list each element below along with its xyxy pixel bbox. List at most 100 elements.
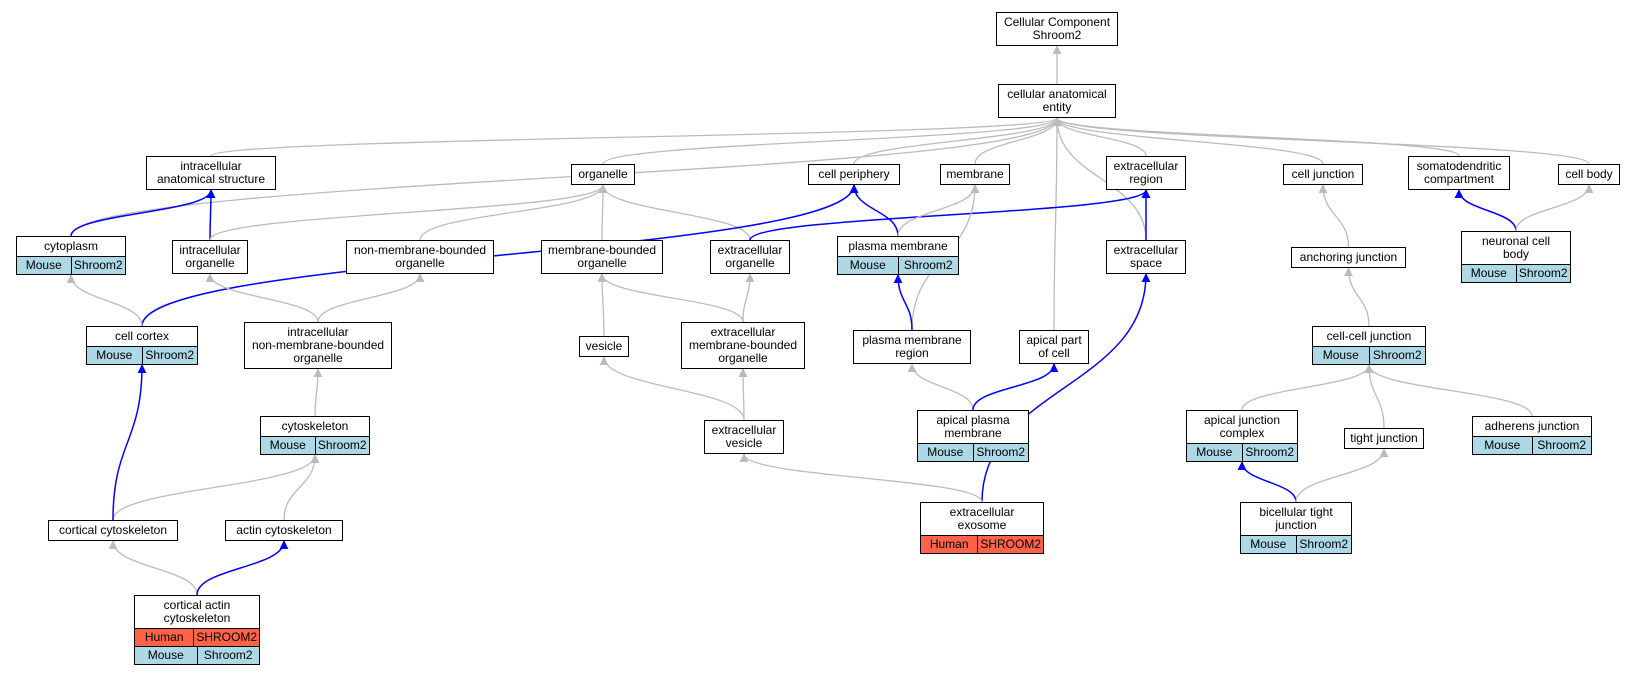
edge-cortactin-to-corticalcyto	[108, 540, 198, 596]
node-title: extracellular region	[1113, 159, 1179, 186]
species-label: Mouse	[1470, 266, 1507, 280]
edge-exosome-to-extves	[739, 453, 983, 503]
edge-cellper-to-cae	[853, 117, 1062, 165]
edge-vesicle-to-mbo	[597, 273, 607, 337]
node-title: plasma membrane region	[862, 333, 962, 360]
node-title: cell body	[1565, 167, 1613, 181]
edge-extves-to-vesicle	[599, 356, 745, 421]
node-embo: extracellular membrane-bounded organelle	[681, 322, 805, 369]
edge-icorg-to-organelle	[209, 184, 608, 241]
edge-embo-to-mbo	[597, 273, 744, 323]
edge-apicalpart-to-cae	[1052, 117, 1062, 331]
node-title: cell cortex	[114, 329, 170, 343]
species-label: Mouse	[1196, 445, 1233, 459]
edge-anchor-to-celljunc	[1318, 184, 1350, 248]
node-title: cellular anatomical entity	[1007, 87, 1107, 114]
node-cellbody: cell body	[1558, 164, 1620, 185]
species-label: Mouse	[147, 648, 184, 662]
node-title: membrane	[946, 167, 1004, 181]
edge-icorg-to-ias	[206, 189, 216, 241]
gene-label: Shroom2	[314, 437, 370, 454]
gene-label: Shroom2	[1368, 347, 1426, 364]
gene-label: Shroom2	[1241, 444, 1298, 461]
node-title: tight junction	[1350, 431, 1418, 445]
species-label: Human	[144, 630, 184, 644]
node-title: apical part of cell	[1026, 333, 1082, 360]
node-title: cortical actin cytoskeleton	[163, 598, 231, 625]
gene-label: Shroom2	[141, 347, 198, 364]
gene-label: Shroom2	[1515, 265, 1571, 282]
edge-icnmbo-to-icorg	[205, 273, 319, 323]
node-extorg: extracellular organelle	[710, 240, 790, 274]
edge-actincyto-to-cytoskel	[283, 454, 320, 521]
node-title: bicellular tight junction	[1259, 505, 1333, 532]
node-title: extracellular exosome	[949, 505, 1015, 532]
edge-pmr-to-plasmamem	[893, 274, 913, 331]
node-mbo: membrane-bounded organelle	[541, 240, 663, 274]
node-title: extracellular space	[1113, 243, 1179, 270]
species-row: Mouse Shroom2	[918, 443, 1028, 461]
node-tight: tight junction	[1344, 428, 1424, 449]
node-title: anchoring junction	[1299, 250, 1398, 264]
node-cellper: cell periphery	[808, 164, 900, 185]
edge-plasmamem-to-membrane	[897, 184, 980, 237]
species-label: Mouse	[25, 258, 62, 272]
node-title: vesicle	[585, 339, 623, 353]
node-title: cytoplasm	[43, 239, 99, 253]
edge-mbo-to-organelle	[598, 184, 608, 241]
node-title: extracellular vesicle	[711, 423, 777, 450]
edge-embo-to-extorg	[742, 273, 755, 323]
edge-cortex-to-cellper	[141, 184, 859, 327]
node-ias: intracellular anatomical structure	[146, 156, 276, 190]
node-anchor: anchoring junction	[1291, 247, 1406, 268]
species-label: Mouse	[1484, 438, 1521, 452]
gene-label: Shroom2	[972, 444, 1029, 461]
node-title: intracellular anatomical structure	[156, 159, 266, 186]
gene-label: Shroom2	[1295, 536, 1352, 553]
edge-cytoplasm-to-ias	[70, 189, 216, 237]
edge-apm-to-apicalpart	[972, 363, 1059, 411]
species-row: Mouse Shroom2	[1473, 436, 1591, 454]
edge-corticalcyto-to-cortex	[112, 364, 147, 521]
edge-organelle-to-cae	[602, 117, 1062, 165]
edge-neuronal-to-cellbody	[1515, 184, 1594, 232]
node-title: cortical cytoskeleton	[58, 523, 168, 537]
node-pmr: plasma membrane region	[853, 330, 971, 364]
node-celljunc: cell junction	[1283, 164, 1363, 185]
node-extves: extracellular vesicle	[704, 420, 784, 454]
edge-bicell-to-ajc	[1237, 461, 1297, 503]
edge-bicell-to-tight	[1295, 448, 1389, 503]
edge-adherens-to-ccj	[1364, 364, 1533, 417]
species-row: Mouse Shroom2	[1462, 264, 1570, 282]
node-organelle: organelle	[571, 164, 635, 185]
edge-tight-to-ccj	[1364, 364, 1385, 429]
node-title: neuronal cell body	[1481, 234, 1551, 261]
edge-ajc-to-ccj	[1241, 364, 1374, 411]
node-title: plasma membrane	[848, 239, 948, 253]
gene-label: Shroom2	[897, 257, 959, 274]
node-icorg: intracellular organelle	[172, 240, 248, 274]
node-title: intracellular non-membrane-bounded organ…	[251, 325, 385, 365]
edge-cortactin-to-actincyto	[196, 540, 289, 596]
edge-neuronal-to-somato	[1454, 189, 1517, 232]
node-cae: cellular anatomical entity	[998, 84, 1116, 118]
node-somato: somatodendritic compartment	[1408, 156, 1510, 190]
node-title: membrane-bounded organelle	[547, 243, 657, 270]
species-label: Mouse	[96, 348, 133, 362]
edge-somato-to-cae	[1052, 117, 1460, 157]
edge-cytoskel-to-icnmbo	[313, 368, 323, 417]
node-extspace: extracellular space	[1106, 240, 1186, 274]
gene-label: Shroom2	[1531, 437, 1592, 454]
species-label: Mouse	[927, 445, 964, 459]
node-title: apical plasma membrane	[936, 413, 1010, 440]
node-membrane: membrane	[940, 164, 1010, 185]
